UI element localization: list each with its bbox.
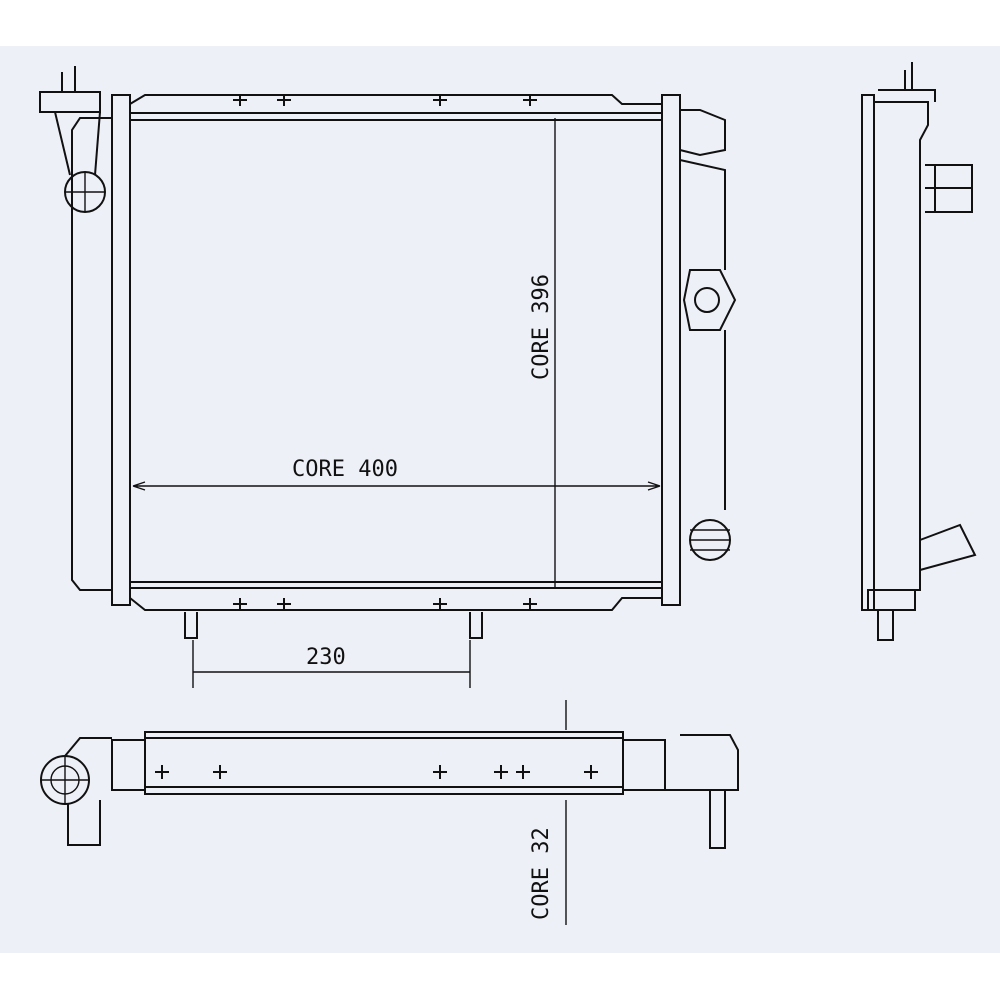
right-side-pipe bbox=[679, 159, 726, 510]
inlet-cross bbox=[65, 172, 105, 212]
left-tank bbox=[111, 94, 131, 606]
top-view-tanks bbox=[111, 739, 666, 791]
filler-neck bbox=[39, 66, 101, 176]
core-width-label: CORE 400 bbox=[292, 457, 398, 482]
lower-pipe-stubs bbox=[184, 612, 483, 639]
top-view-fastener-marks bbox=[155, 765, 598, 779]
side-filler-neck bbox=[878, 62, 936, 102]
core-height-label: CORE 396 bbox=[529, 274, 554, 380]
top-header bbox=[129, 94, 662, 105]
right-top-fitting bbox=[679, 109, 726, 157]
top-view-inlet-elbow bbox=[64, 737, 112, 846]
bottom-header bbox=[129, 597, 662, 611]
front-view: CORE 396 CORE 400 230 bbox=[39, 66, 737, 688]
top-view-plates bbox=[145, 737, 623, 788]
top-view-inlet-cross bbox=[41, 756, 89, 804]
pipe-spacing-label: 230 bbox=[306, 645, 346, 670]
top-view-core bbox=[144, 731, 624, 795]
top-view-outlet bbox=[665, 734, 739, 849]
side-outlet-pipe bbox=[919, 523, 977, 571]
side-inlet-pipe bbox=[925, 164, 973, 213]
left-side-pipe bbox=[71, 117, 112, 591]
outlet-lines bbox=[690, 529, 730, 551]
top-view: CORE 32 bbox=[40, 700, 739, 925]
core-width-dimension-line bbox=[132, 481, 661, 491]
pipe-spacing-dimension-line bbox=[192, 640, 471, 688]
core-depth-label: CORE 32 bbox=[529, 827, 554, 920]
drawing-background bbox=[0, 46, 1000, 953]
side-view bbox=[861, 62, 977, 641]
side-drain-plug bbox=[867, 589, 916, 641]
header-plates bbox=[130, 119, 662, 583]
fastener-marks bbox=[233, 94, 537, 610]
right-tank bbox=[661, 94, 681, 606]
mounting-bracket bbox=[682, 269, 737, 331]
bracket-hole bbox=[694, 287, 720, 313]
